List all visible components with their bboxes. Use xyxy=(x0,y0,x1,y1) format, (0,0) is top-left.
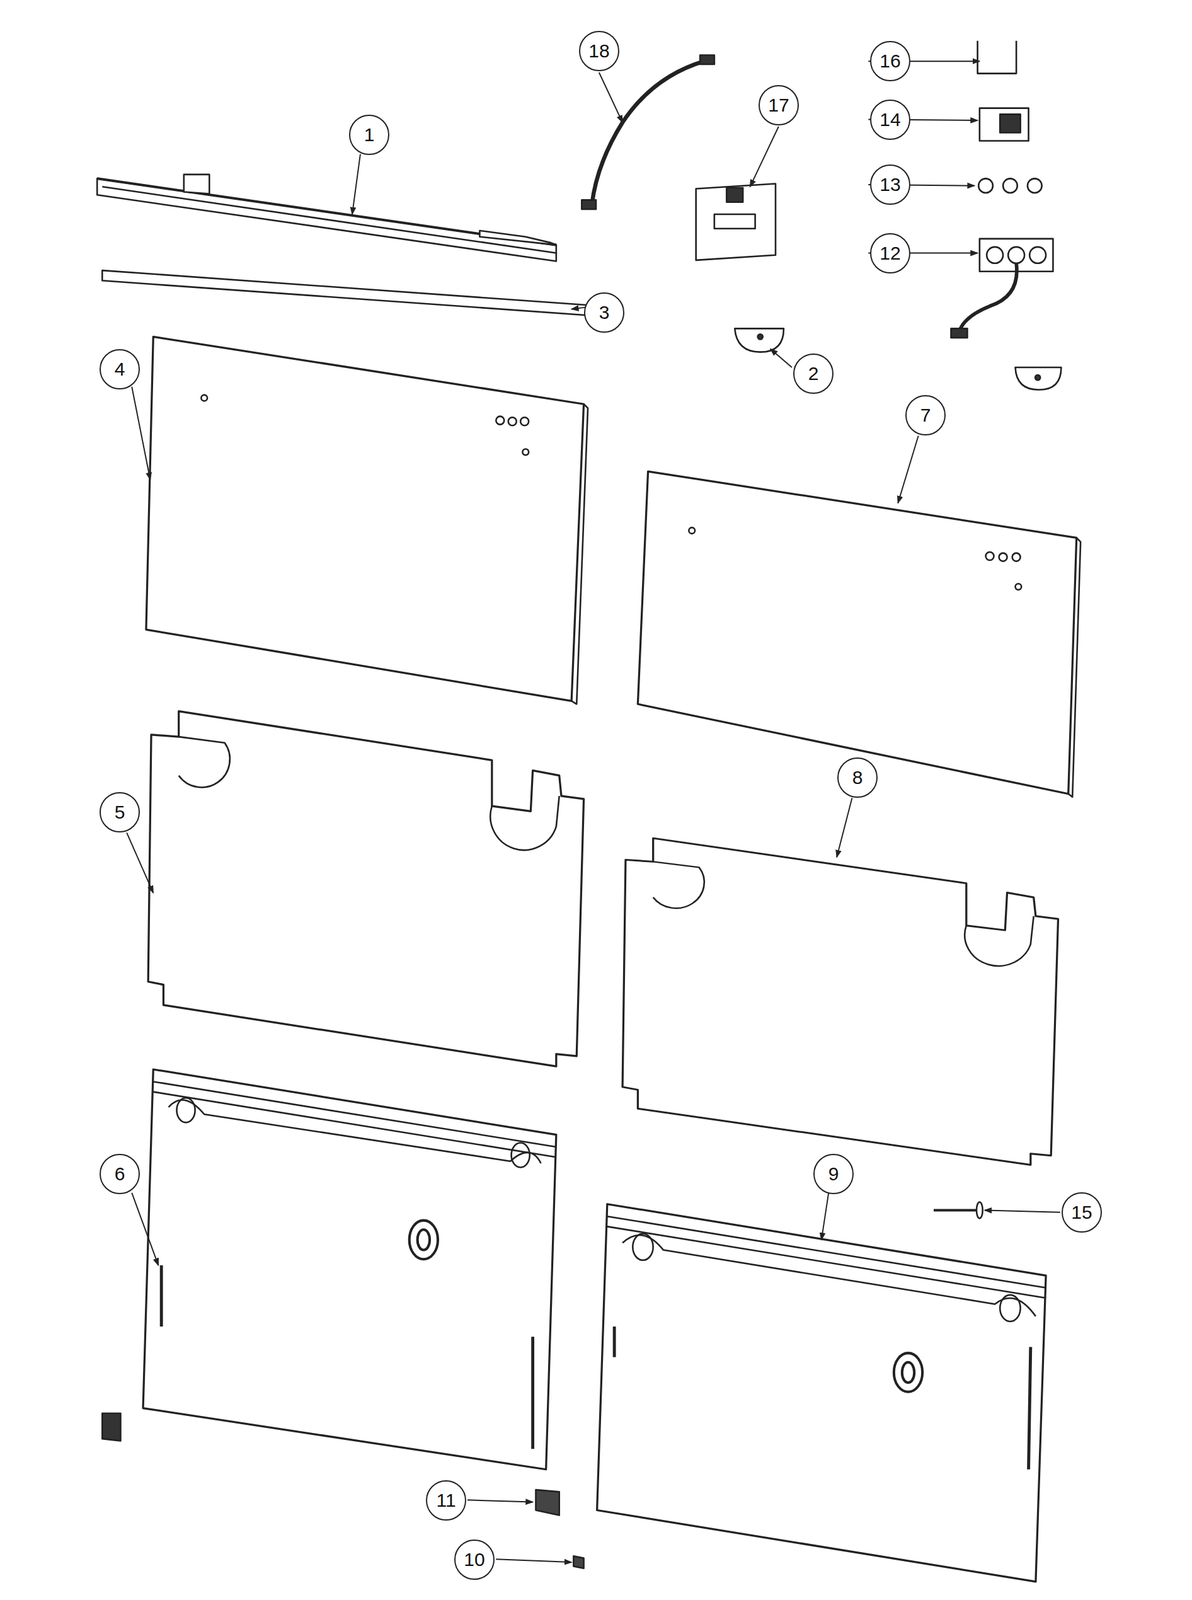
callout-number: 11 xyxy=(435,1490,456,1510)
callout-number: 6 xyxy=(114,1164,126,1184)
callout-circle: 18 xyxy=(578,30,620,72)
callout-circle: 4 xyxy=(99,349,140,390)
callout-number: 1 xyxy=(364,125,375,145)
callout-number: 12 xyxy=(879,243,901,263)
callout-circle: 14 xyxy=(870,99,911,140)
callout-circle: 8 xyxy=(837,757,878,798)
callout-number: 15 xyxy=(1071,1202,1092,1222)
callout-number: 5 xyxy=(114,802,126,822)
callout-circle: 2 xyxy=(793,353,834,394)
callout-number: 10 xyxy=(463,1549,485,1569)
callout-number: 2 xyxy=(808,364,820,384)
callout-circle: 17 xyxy=(758,85,799,126)
callout-circle: 3 xyxy=(584,292,625,333)
callout-circle: 15 xyxy=(1061,1192,1102,1233)
callout-number: 18 xyxy=(588,41,610,61)
callout-circle: 11 xyxy=(425,1479,467,1521)
callout-number: 8 xyxy=(852,767,864,787)
callout-number: 9 xyxy=(828,1164,840,1184)
callout-circle: 16 xyxy=(870,40,911,82)
callout-number: 3 xyxy=(599,303,610,322)
callout-circle: 5 xyxy=(99,791,140,833)
callout-circle: 7 xyxy=(905,395,946,436)
callout-circle: 6 xyxy=(99,1153,140,1194)
callout-number: 16 xyxy=(879,51,901,71)
callout-circle: 13 xyxy=(870,164,911,205)
callout-number: 4 xyxy=(114,359,126,379)
callout-number: 14 xyxy=(879,110,901,130)
callout-number: 17 xyxy=(767,95,789,115)
callout-circle: 1 xyxy=(349,114,390,155)
callout-circle: 10 xyxy=(454,1539,495,1580)
callout-circle: 12 xyxy=(870,233,911,274)
callout-number: 13 xyxy=(879,175,901,195)
callout-circle: 9 xyxy=(813,1153,854,1194)
callout-number: 7 xyxy=(920,405,932,425)
